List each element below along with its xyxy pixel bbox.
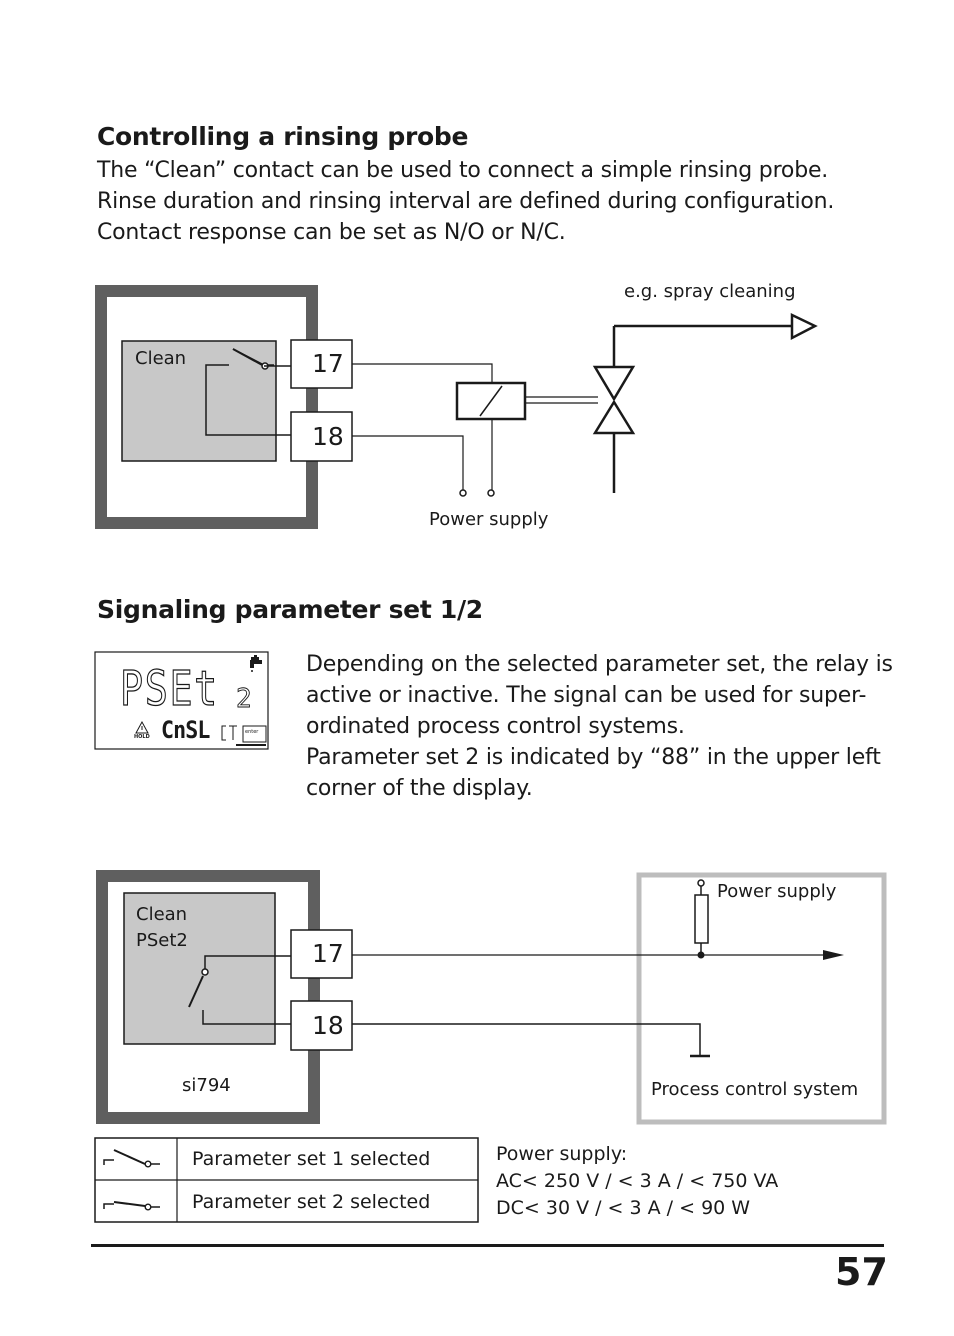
contact-open-icon bbox=[103, 1149, 160, 1168]
page-number: 57 bbox=[835, 1250, 888, 1294]
paragraph-line: The “Clean” contact can be used to conne… bbox=[97, 158, 829, 183]
terminal-17-box bbox=[290, 929, 353, 979]
paragraph-line: active or inactive. The signal can be us… bbox=[306, 683, 867, 708]
power-supply-title: Power supply: bbox=[496, 1143, 628, 1165]
lcd-hold-label: HOLD bbox=[134, 734, 150, 740]
clean-module bbox=[121, 340, 277, 462]
paragraph-line: ordinated process control systems. bbox=[306, 714, 685, 739]
power-supply-label: Power supply bbox=[717, 881, 837, 902]
switch-pivot bbox=[201, 968, 209, 976]
terminal-18-label: 18 bbox=[312, 1011, 344, 1040]
power-supply-spec: Power supply: AC< 250 V / < 3 A / < 750 … bbox=[496, 1141, 778, 1222]
pset2-label: PSet2 bbox=[136, 930, 188, 951]
power-supply-label: Power supply bbox=[429, 509, 549, 530]
contact-closed-icon bbox=[103, 1201, 160, 1211]
warning-icon bbox=[135, 720, 149, 734]
paragraph-line: Parameter set 2 is indicated by “88” in … bbox=[306, 745, 881, 770]
process-control-label: Process control system bbox=[651, 1079, 859, 1100]
section2-heading: Signaling parameter set 1/2 bbox=[97, 595, 483, 624]
terminal-17-label: 17 bbox=[312, 349, 344, 378]
paragraph-line: corner of the display. bbox=[306, 776, 533, 801]
spray-arrow-icon bbox=[790, 313, 818, 341]
clean-label: Clean bbox=[135, 348, 187, 369]
paragraph-line: Rinse duration and rinsing interval are … bbox=[97, 189, 835, 214]
power-supply-ac: AC< 250 V / < 3 A / < 750 VA bbox=[496, 1170, 779, 1192]
signal-arrow-icon bbox=[823, 950, 844, 960]
wire-17 bbox=[352, 363, 493, 383]
enter-key-icon bbox=[242, 725, 267, 743]
lcd-sub-digit: 2 bbox=[236, 684, 253, 715]
section2-paragraph: Depending on the selected parameter set,… bbox=[306, 649, 926, 804]
device-model-label: si794 bbox=[182, 1075, 231, 1096]
legend-row-1-label: Parameter set 1 selected bbox=[192, 1148, 431, 1170]
spray-cleaning-label: e.g. spray cleaning bbox=[624, 281, 796, 302]
paragraph-line: Contact response can be set as N/O or N/… bbox=[97, 220, 566, 245]
process-control-box bbox=[636, 872, 887, 1125]
legend-row-2-label: Parameter set 2 selected bbox=[192, 1191, 431, 1213]
terminal-18-label: 18 bbox=[312, 422, 344, 451]
lcd-enter-label: enter bbox=[245, 729, 259, 735]
clean-label: Clean bbox=[136, 904, 188, 925]
footer-rule bbox=[91, 1244, 884, 1247]
terminal-17-label: 17 bbox=[312, 939, 344, 968]
terminal-17-box bbox=[290, 339, 353, 389]
device-housing bbox=[95, 285, 318, 529]
device-housing bbox=[96, 870, 320, 1124]
wire-18 bbox=[352, 435, 464, 492]
lcd-main-text: PSEt bbox=[119, 661, 219, 717]
power-terminal-right bbox=[487, 489, 495, 497]
power-terminal-left bbox=[459, 489, 467, 497]
terminal-18-box bbox=[290, 1000, 353, 1051]
lcd-lower-text: CnSL bbox=[161, 716, 210, 744]
paragraph-line: Depending on the selected parameter set,… bbox=[306, 652, 893, 677]
power-supply-dc: DC< 30 V / < 3 A / < 90 W bbox=[496, 1197, 751, 1219]
section1-heading: Controlling a rinsing probe bbox=[97, 122, 469, 151]
section1-paragraph: The “Clean” contact can be used to conne… bbox=[97, 155, 897, 248]
clean-module bbox=[123, 892, 276, 1045]
faucet-icon bbox=[250, 655, 262, 672]
